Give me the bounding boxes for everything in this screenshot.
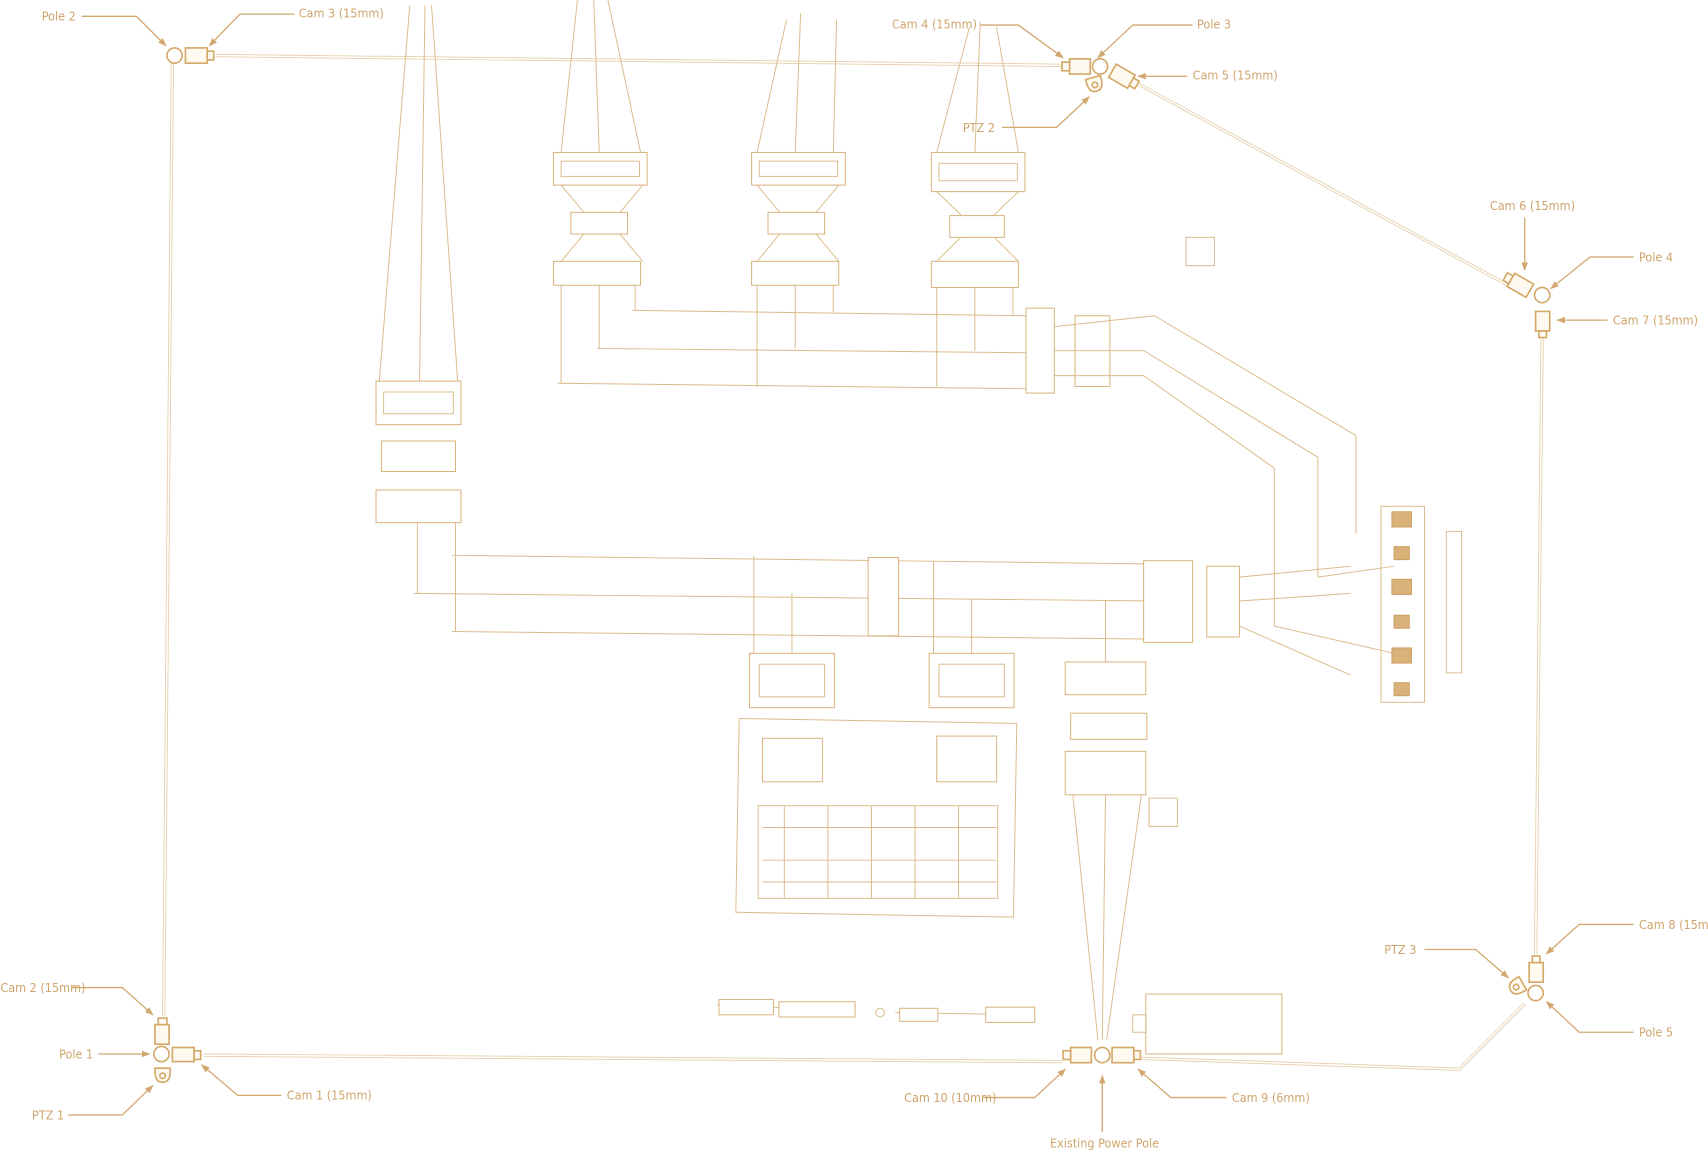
label-pole-4: Pole 4 xyxy=(1639,249,1673,264)
label-cam-4: Cam 4 (15mm) xyxy=(892,16,977,31)
pole-5 xyxy=(1527,984,1545,1002)
camera-icon xyxy=(1061,57,1092,75)
camera-icon xyxy=(154,1017,170,1046)
substation-equipment xyxy=(375,0,1463,1055)
label-pole-1: Pole 1 xyxy=(59,1046,93,1061)
label-cam-3: Cam 3 (15mm) xyxy=(299,5,384,20)
camera-icon xyxy=(1111,1046,1142,1064)
camera-icon xyxy=(1501,271,1535,299)
ptz-dome-icon xyxy=(1508,975,1528,995)
pole-2 xyxy=(166,47,183,64)
label-ptz-3: PTZ 3 xyxy=(1384,942,1416,957)
ptz-dome-icon xyxy=(1084,74,1103,93)
label-existing-power-pole: Existing Power Pole xyxy=(1050,1136,1159,1151)
pole-1 xyxy=(153,1045,170,1063)
label-pole-2: Pole 2 xyxy=(42,9,76,24)
pole-4 xyxy=(1533,286,1551,304)
label-leaders xyxy=(67,13,1634,1133)
camera-icon xyxy=(1534,310,1551,339)
label-pole-5: Pole 5 xyxy=(1639,1025,1673,1040)
existing-power-pole xyxy=(1093,1046,1111,1064)
label-ptz-1: PTZ 1 xyxy=(32,1107,64,1122)
label-cam-5: Cam 5 (15mm) xyxy=(1193,67,1278,82)
camera-icon xyxy=(184,47,215,64)
label-cam-10: Cam 10 (10mm) xyxy=(904,1090,996,1105)
label-ptz-2: PTZ 2 xyxy=(963,120,995,135)
label-cam-2: Cam 2 (15mm) xyxy=(0,980,85,995)
label-pole-3: Pole 3 xyxy=(1197,16,1231,31)
label-cam-6: Cam 6 (15mm) xyxy=(1490,198,1575,213)
ptz-dome-icon xyxy=(154,1067,172,1084)
camera-icon xyxy=(1528,955,1545,983)
label-cam-9: Cam 9 (6mm) xyxy=(1232,1090,1310,1105)
camera-icon xyxy=(1062,1046,1093,1064)
camera-icon xyxy=(171,1046,202,1063)
label-cam-7: Cam 7 (15mm) xyxy=(1613,312,1698,327)
camera-icon xyxy=(1107,63,1141,90)
pole-3 xyxy=(1091,57,1109,75)
label-cam-1: Cam 1 (15mm) xyxy=(287,1088,372,1103)
label-cam-8: Cam 8 (15mm) xyxy=(1639,917,1708,932)
perimeter-fence xyxy=(162,53,1544,1071)
